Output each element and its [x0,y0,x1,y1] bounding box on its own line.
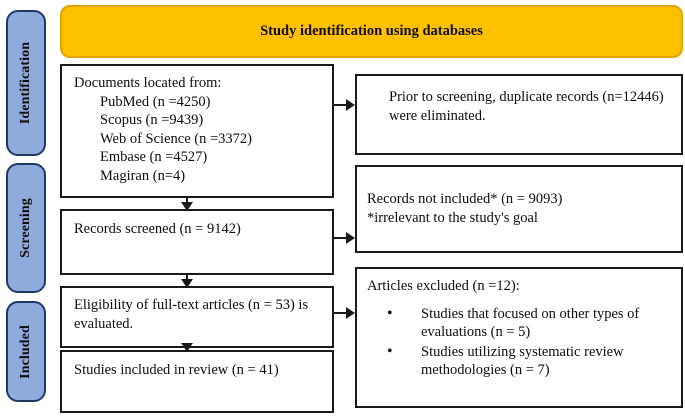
box-articles-excluded: Articles excluded (n =12): Studies that … [355,267,683,408]
records-not-included-note: *irrelevant to the study's goal [367,209,538,226]
list-item: Studies that focused on other types of e… [387,304,671,342]
articles-excluded-list: Studies that focused on other types of e… [367,304,671,380]
box-documents-located: Documents located from: PubMed (n =4250)… [60,64,334,198]
source-pubmed: PubMed (n =4250) [100,93,211,110]
phase-band-included-label: Included [18,324,33,379]
source-embase: Embase (n =4527) [100,149,208,166]
source-web-of-science: Web of Science (n =3372) [100,130,252,147]
box-duplicates-removed: Prior to screening, duplicate records (n… [355,74,683,155]
connector-eligibility-to-excluded [334,312,348,314]
box-records-screened: Records screened (n = 9142) [60,209,334,275]
studies-included-text: Studies included in review (n = 41) [74,362,279,378]
phase-band-screening: Screening [6,163,46,293]
connector-sources-to-screened [186,198,188,204]
arrow-down-icon [181,202,193,211]
arrow-down-icon [181,343,193,352]
eligibility-text: Eligibility of full-text articles (n = 5… [74,297,309,332]
articles-excluded-heading: Articles excluded (n =12): [367,278,520,294]
box-eligibility-full-text: Eligibility of full-text articles (n = 5… [60,286,334,348]
records-screened-text: Records screened (n = 9142) [74,221,241,237]
list-item: Studies utilizing systematic review meth… [387,342,671,380]
connector-sources-to-duplicates [334,104,348,106]
duplicates-removed-text: Prior to screening, duplicate records (n… [389,89,664,124]
diagram-title-banner: Study identification using databases [60,5,683,58]
source-magiran: Magiran (n=4) [100,167,186,184]
phase-band-screening-label: Screening [18,198,33,258]
phase-band-identification-label: Identification [18,41,33,125]
arrow-right-icon [346,232,355,244]
arrow-right-icon [346,99,355,111]
diagram-title: Study identification using databases [260,23,483,39]
connector-screened-to-not-included [334,237,348,239]
documents-located-heading: Documents located from: [74,75,222,91]
source-scopus: Scopus (n =9439) [100,112,204,129]
phase-band-included: Included [6,301,46,402]
arrow-down-icon [181,279,193,288]
connector-screened-to-eligibility [186,275,188,281]
arrow-right-icon [346,307,355,319]
records-not-included-text: Records not included* (n = 9093) [367,191,563,207]
box-studies-included: Studies included in review (n = 41) [60,350,334,413]
box-records-not-included: Records not included* (n = 9093) *irrele… [355,165,683,253]
phase-band-identification: Identification [6,10,46,156]
